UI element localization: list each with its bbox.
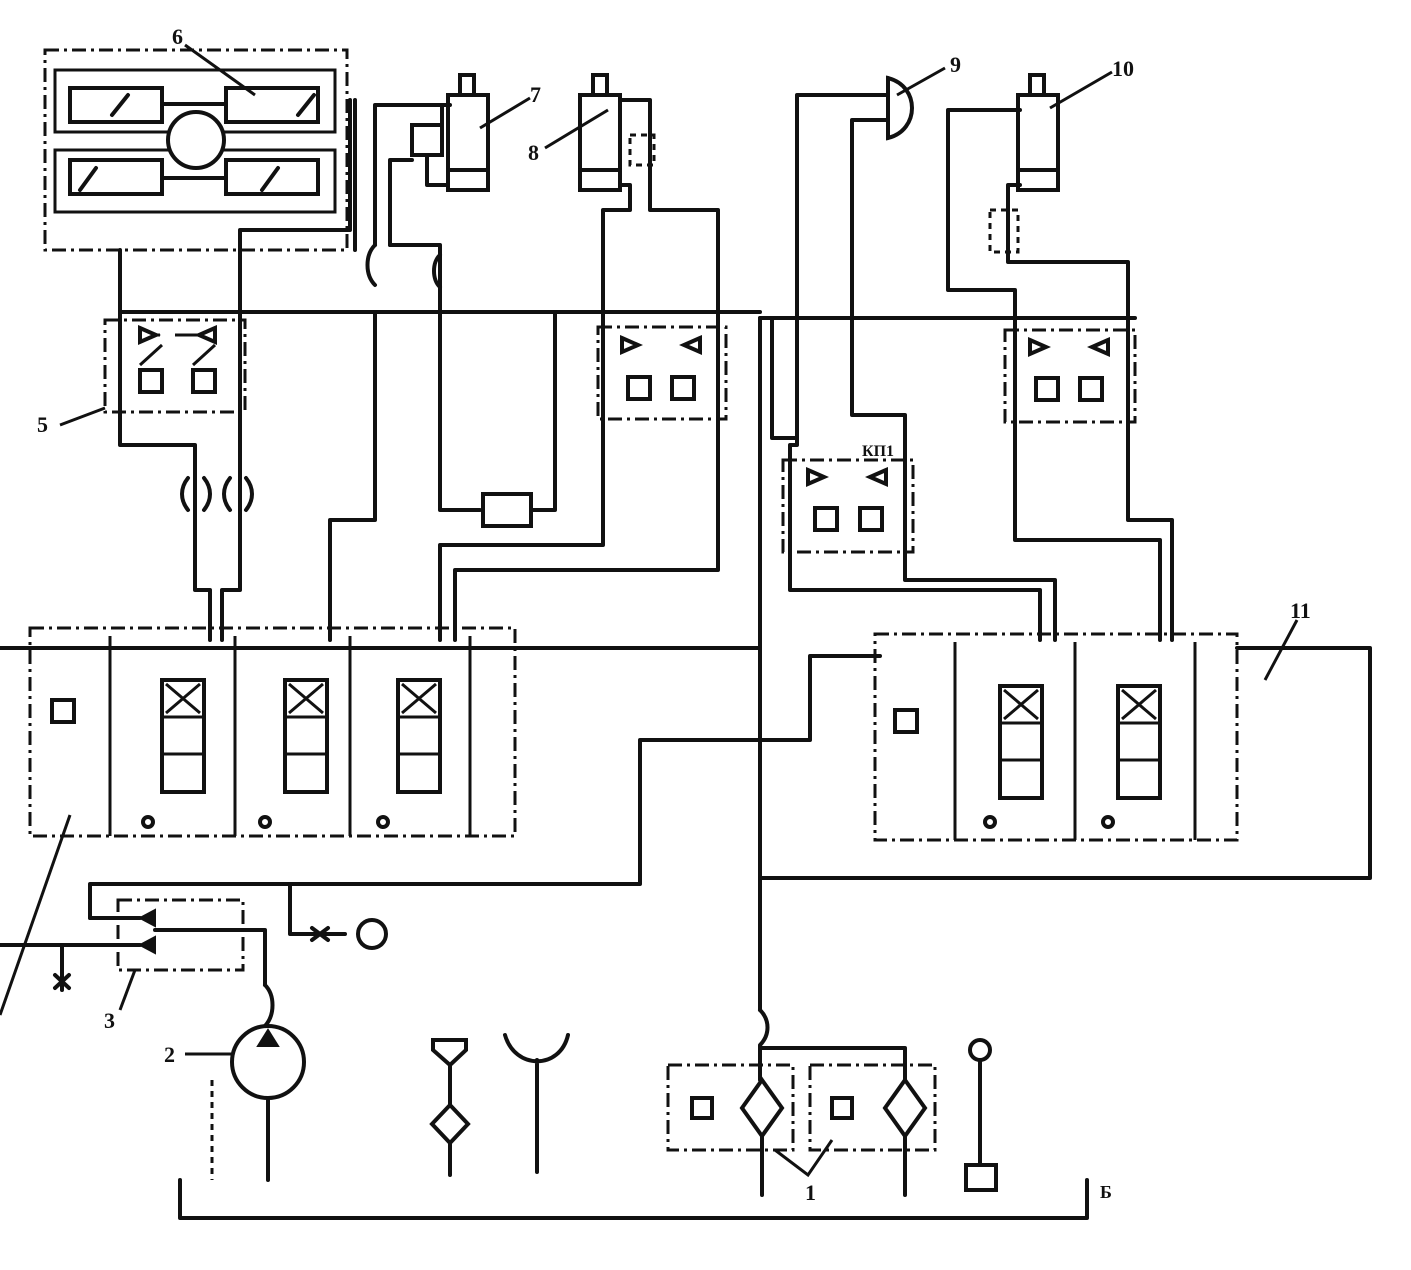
valve-block-10: [1003, 328, 1137, 424]
label-5: 5: [37, 412, 48, 437]
filters-1: [666, 1008, 937, 1197]
label-7: 7: [530, 82, 541, 107]
filler-breather: [429, 1033, 570, 1177]
labels: 1 2 3 5 6 7 8 9 10 11 КП1 Б: [37, 24, 1311, 1205]
label-1: 1: [805, 1180, 816, 1205]
hydraulic-motor-9: [788, 75, 1057, 642]
label-2: 2: [164, 1042, 175, 1067]
label-6: 6: [172, 24, 183, 49]
pressure-gauge: [306, 918, 388, 950]
label-8: 8: [528, 140, 539, 165]
label-kp1: КП1: [862, 443, 894, 460]
distributor-right: [873, 632, 1239, 842]
label-9: 9: [950, 52, 961, 77]
main-header-lines: [0, 310, 1372, 1012]
swing-mechanism-6: [43, 48, 357, 314]
valve-block-5: [103, 310, 254, 642]
leader-lines: [0, 43, 1299, 1178]
label-10: 10: [1112, 56, 1134, 81]
valve-block-8: [438, 310, 728, 642]
cylinder-7: [328, 73, 490, 642]
valve-block-kp1: [770, 316, 915, 554]
label-11: 11: [1290, 598, 1311, 623]
pump-2: [210, 983, 306, 1182]
level-indicator: [964, 1038, 998, 1192]
label-3: 3: [104, 1008, 115, 1033]
cylinder-8: [578, 73, 720, 314]
distributor-left: [28, 626, 517, 838]
cylinder-10: [946, 73, 1174, 642]
tank: [178, 1178, 1089, 1220]
label-tank: Б: [1100, 1182, 1112, 1202]
